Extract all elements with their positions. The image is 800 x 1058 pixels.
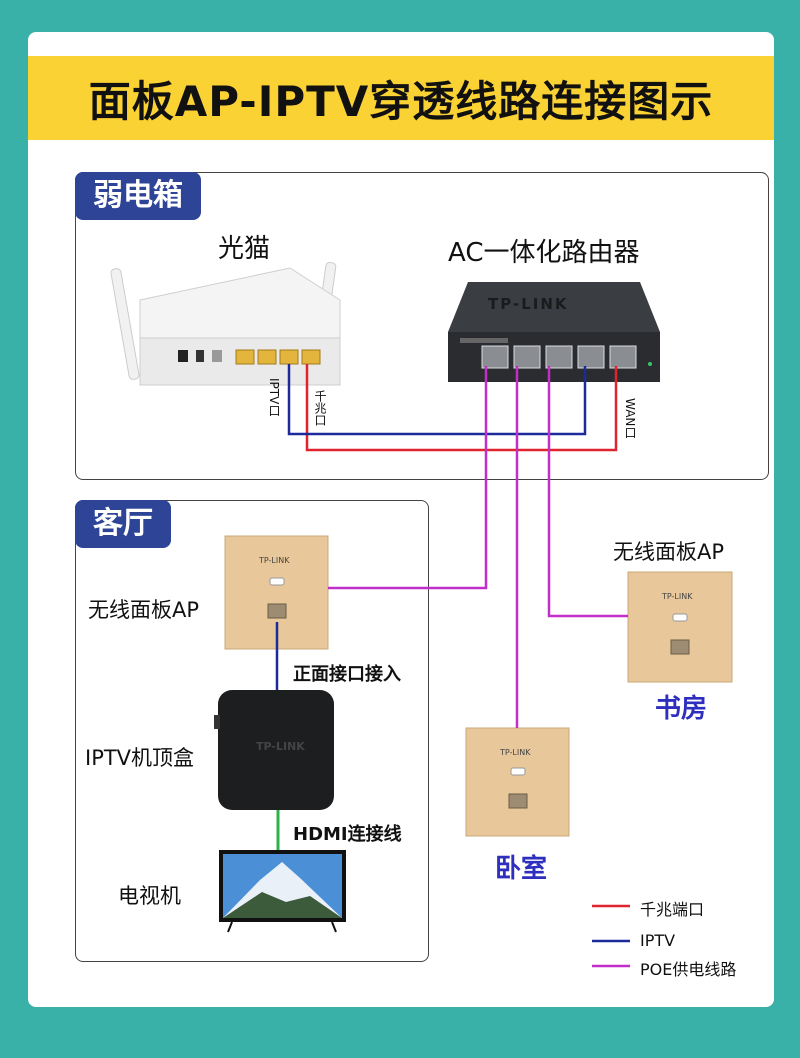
weak-box-zone bbox=[75, 172, 769, 480]
legend-gigabit-label: 千兆端口 bbox=[640, 900, 705, 919]
tv-device bbox=[219, 850, 346, 933]
iptv-port-label: IPTV口 bbox=[267, 378, 281, 417]
wan-port-label: WAN口 bbox=[623, 398, 637, 439]
page-title: 面板AP-IPTV穿透线路连接图示 bbox=[88, 76, 714, 126]
hdmi-label: HDMI连接线 bbox=[293, 824, 402, 845]
panel-ap-bedroom bbox=[465, 727, 570, 837]
panel-ap-study-label: 无线面板AP bbox=[613, 540, 725, 564]
panel-brand-living: TP-LINK bbox=[259, 556, 290, 565]
legend-iptv: IPTV bbox=[584, 931, 675, 950]
panel-brand-study: TP-LINK bbox=[662, 592, 693, 601]
living-room-zone bbox=[75, 500, 429, 962]
modem-label: 光猫 bbox=[218, 234, 271, 264]
bedroom-label: 卧室 bbox=[495, 854, 548, 884]
gigabit-lines bbox=[305, 364, 630, 908]
gigabit-port-label: 千兆口 bbox=[313, 390, 327, 426]
front-port-label: 正面接口接入 bbox=[293, 664, 401, 685]
panel-brand-bedroom: TP-LINK bbox=[500, 748, 531, 757]
weak-box-tag: 弱电箱 bbox=[75, 172, 201, 220]
iptv-set-top-box bbox=[214, 690, 334, 810]
title-bar: 面板AP-IPTV穿透线路连接图示 bbox=[28, 56, 774, 140]
poe-lines bbox=[328, 366, 630, 968]
living-room-tag: 客厅 bbox=[75, 500, 171, 548]
panel-ap-study bbox=[627, 571, 733, 683]
optical-modem bbox=[110, 261, 341, 386]
panel-ap-living-label: 无线面板AP bbox=[88, 598, 200, 622]
tv-label: 电视机 bbox=[118, 884, 181, 908]
legend-gigabit: 千兆端口 bbox=[584, 896, 704, 920]
stb-brand: TP-LINK bbox=[256, 740, 305, 753]
legend-poe: POE供电线路 bbox=[584, 956, 736, 980]
router-label: AC一体化路由器 bbox=[448, 238, 640, 268]
stb-label: IPTV机顶盒 bbox=[85, 746, 195, 770]
router-brand: TP-LINK bbox=[488, 295, 569, 313]
router-device bbox=[448, 282, 660, 382]
legend-poe-label: POE供电线路 bbox=[640, 960, 737, 979]
study-label: 书房 bbox=[655, 694, 708, 724]
legend-iptv-label: IPTV bbox=[640, 931, 676, 950]
iptv-lines bbox=[275, 364, 630, 943]
